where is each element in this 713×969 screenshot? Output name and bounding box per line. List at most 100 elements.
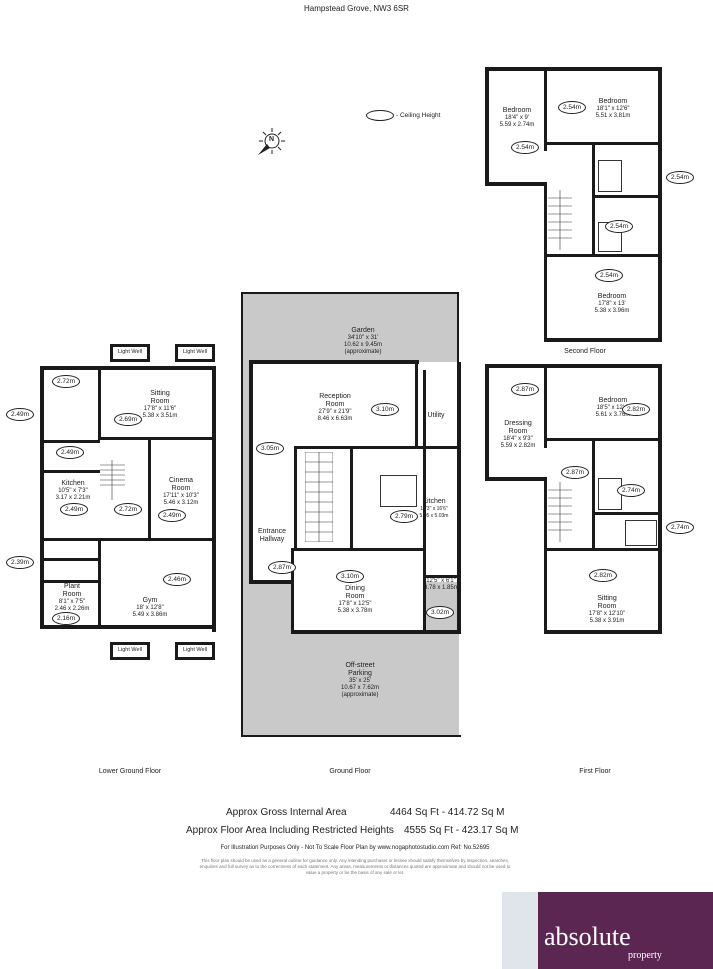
ceiling-height-badge: 2.54m (666, 171, 695, 184)
room-dimensions: 17'8" x 13' 5.38 x 3.96m (594, 301, 630, 314)
garden-label: Garden 34'10" x 31' 10.62 x 9.45m (appro… (323, 327, 403, 356)
logo-sub: property (628, 950, 662, 961)
floor-label: Second Floor (564, 348, 606, 355)
room-name: Dining Room (345, 585, 365, 600)
ceiling-height-oval-icon (366, 110, 394, 121)
logo-word: absolute (544, 922, 631, 951)
room-dimensions: 18' x 12'8" 5.49 x 3.86m (132, 605, 168, 618)
room-name: Off-street Parking (345, 662, 375, 677)
room-dimensions: 35' x 25' 10.67 x 7.62m (approximate) (340, 678, 380, 698)
room-name: Dressing Room (504, 420, 532, 435)
room-name: Bedroom (502, 107, 532, 114)
fine-print: This floor plan should be used as a gene… (199, 858, 511, 875)
room-name: Plant Room (62, 583, 82, 598)
light-well: Light Well (175, 344, 215, 362)
room-name: Sitting Room (150, 390, 170, 405)
ceiling-height-badge: 2.87m (268, 561, 297, 574)
kitchen-island (380, 475, 417, 507)
room-name: Utility (427, 412, 445, 419)
room-name: Bedroom (598, 98, 628, 105)
ceiling-height-badge: 2.54m (558, 101, 587, 114)
room-kitchen-lg: Kitchen 10'5" x 7'3" 3.17 x 2.21m (46, 480, 100, 502)
room-name: Cinema Room (168, 477, 194, 492)
room-dimensions: 10'5" x 7'3" 3.17 x 2.21m (55, 488, 91, 501)
room-name: Bedroom (598, 397, 628, 404)
room-utility: Utility (423, 412, 449, 420)
legend-label: - Ceiling Height (396, 112, 441, 120)
legend: - Ceiling Height (366, 110, 440, 121)
ceiling-height-badge: 3.05m (256, 442, 285, 455)
ceiling-height-badge: 2.87m (511, 383, 540, 396)
brand-logo: absolute property (502, 892, 713, 969)
room-name: Kitchen (61, 480, 85, 487)
ceiling-height-badge: 2.54m (605, 220, 634, 233)
ceiling-height-badge: 2.49m (60, 503, 89, 516)
room-name: Reception Room (319, 393, 351, 408)
compass: N (254, 125, 288, 159)
ceiling-height-badge: 2.54m (511, 141, 540, 154)
ceiling-height-badge: 2.72m (114, 503, 143, 516)
ceiling-height-badge: 2.72m (52, 375, 81, 388)
ceiling-height-badge: 2.82m (622, 403, 651, 416)
room-name: Bedroom (597, 293, 627, 300)
room-bedroom-2c: Bedroom 17'8" x 13' 5.38 x 3.96m (572, 293, 652, 315)
ceiling-height-badge: 3.10m (336, 570, 365, 583)
room-dimensions: 34'10" x 31' 10.62 x 9.45m (approximate) (343, 335, 383, 355)
ceiling-height-badge: 2.46m (163, 573, 192, 586)
room-gym: Gym 18' x 12'8" 5.49 x 3.86m (110, 597, 190, 619)
room-dimensions: 18'4" x 9'3" 5.59 x 2.82m (500, 436, 536, 449)
floor-label: First Floor (579, 768, 611, 775)
room-dimensions: 17'8" x 12'5" 5.38 x 3.78m (337, 601, 373, 614)
room-dimensions: 17'8" x 12'10" 5.38 x 3.91m (588, 611, 626, 624)
compass-icon (258, 128, 285, 155)
ceiling-height-badge: 2.82m (589, 569, 618, 582)
ceiling-height-badge: 3.10m (371, 403, 400, 416)
room-store: 12'5" x 6'1" 3.78 x 1.85m (424, 578, 459, 592)
room-dimensions: 3.78 x 1.85m (424, 585, 459, 591)
room-dining-room: Dining Room 17'8" x 12'5" 5.38 x 3.78m (320, 585, 390, 615)
room-name: Entrance Hallway (257, 528, 287, 543)
ceiling-height-badge: 2.79m (390, 510, 419, 523)
disclaimer: For Illustration Purposes Only - Not To … (220, 845, 490, 851)
restricted-area-label: Approx Floor Area Including Restricted H… (186, 825, 394, 836)
ceiling-height-badge: 2.69m (114, 413, 143, 426)
room-name: Gym (142, 597, 158, 604)
compass-letter: N (269, 136, 275, 143)
room-name: Sitting Room (597, 595, 617, 610)
room-dressing-room: Dressing Room 18'4" x 9'3" 5.59 x 2.82m (493, 420, 543, 450)
ceiling-height-badge: 3.02m (426, 606, 455, 619)
room-dimensions: 18'4" x 9' 5.59 x 2.74m (499, 115, 535, 128)
floor-label: Lower Ground Floor (98, 768, 162, 775)
room-sitting-room-lg: Sitting Room 17'8" x 11'6" 5.38 x 3.51m (120, 390, 200, 420)
room-dimensions: 16'3" x 16'6" 5.05 x 5.03m (419, 506, 449, 519)
staircase-icon (548, 482, 572, 542)
ceiling-height-badge: 2.54m (595, 269, 624, 282)
gross-area-label: Approx Gross Internal Area (226, 807, 347, 818)
ceiling-height-badge: 2.16m (52, 612, 81, 625)
gross-area-value: 4464 Sq Ft - 414.72 Sq M (390, 807, 505, 818)
room-dimensions: 8'1" x 7'5" 2.46 x 2.26m (54, 599, 90, 612)
ceiling-height-badge: 2.74m (617, 484, 646, 497)
staircase-icon (305, 452, 333, 542)
room-dimensions: 17'11" x 10'3" 5.46 x 3.12m (163, 493, 199, 506)
room-bedroom-2a: Bedroom 18'4" x 9' 5.59 x 2.74m (492, 107, 542, 129)
page-title: Hampstead Grove, NW3 6SR (304, 4, 409, 13)
room-reception-room: Reception Room 27'9" x 21'9" 8.46 x 6.63… (300, 393, 370, 423)
room-name: Kitchen (422, 498, 446, 505)
room-bedroom-2b: Bedroom 18'1" x 12'6" 5.51 x 3.81m (578, 98, 648, 120)
ceiling-height-badge: 2.74m (666, 521, 695, 534)
ceiling-height-badge: 2.39m (6, 556, 35, 569)
light-well: Light Well (110, 344, 150, 362)
restricted-area-value: 4555 Sq Ft - 423.17 Sq M (404, 825, 519, 836)
room-cinema-room: Cinema Room 17'11" x 10'3" 5.46 x 3.12m (150, 477, 212, 507)
ceiling-height-badge: 2.87m (561, 466, 590, 479)
floor-label: Ground Floor (329, 768, 371, 775)
ceiling-height-badge: 2.49m (158, 509, 187, 522)
room-dimensions: 27'9" x 21'9" 8.46 x 6.63m (317, 409, 353, 422)
room-name: Garden (351, 327, 375, 334)
room-plant-room: Plant Room 8'1" x 7'5" 2.46 x 2.26m (46, 583, 98, 613)
staircase-icon (100, 460, 125, 500)
room-entrance-hallway: Entrance Hallway (252, 528, 292, 544)
ceiling-height-badge: 2.49m (56, 446, 85, 459)
room-sitting-room-first: Sitting Room 17'8" x 12'10" 5.38 x 3.91m (565, 595, 649, 625)
